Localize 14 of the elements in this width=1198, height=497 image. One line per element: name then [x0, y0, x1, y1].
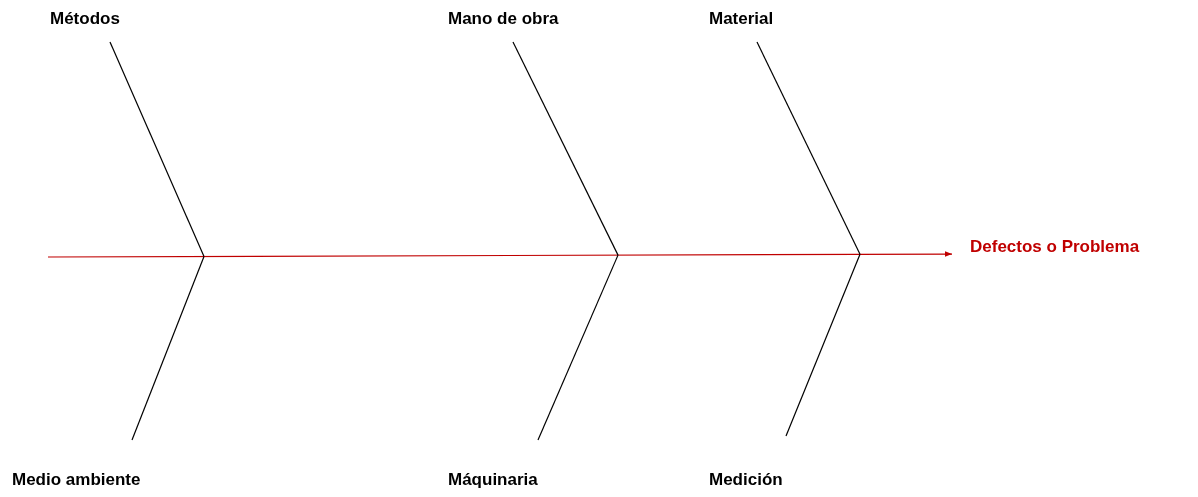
bone-line — [785, 253, 861, 437]
category-label: Mano de obra — [448, 8, 559, 42]
bone-line — [756, 41, 861, 255]
category-label: Métodos — [50, 8, 120, 42]
bone-line — [512, 41, 619, 256]
bone-line — [131, 255, 205, 441]
bone-line — [109, 41, 205, 258]
category-label: Medio ambiente — [12, 440, 141, 491]
bone-line — [537, 254, 619, 441]
category-label: Máquinaria — [448, 440, 538, 491]
arrow — [47, 251, 953, 258]
category-label: Material — [709, 8, 774, 42]
effect-label: Defectos o Problema — [970, 236, 1140, 258]
category-label: Medición — [709, 436, 783, 491]
